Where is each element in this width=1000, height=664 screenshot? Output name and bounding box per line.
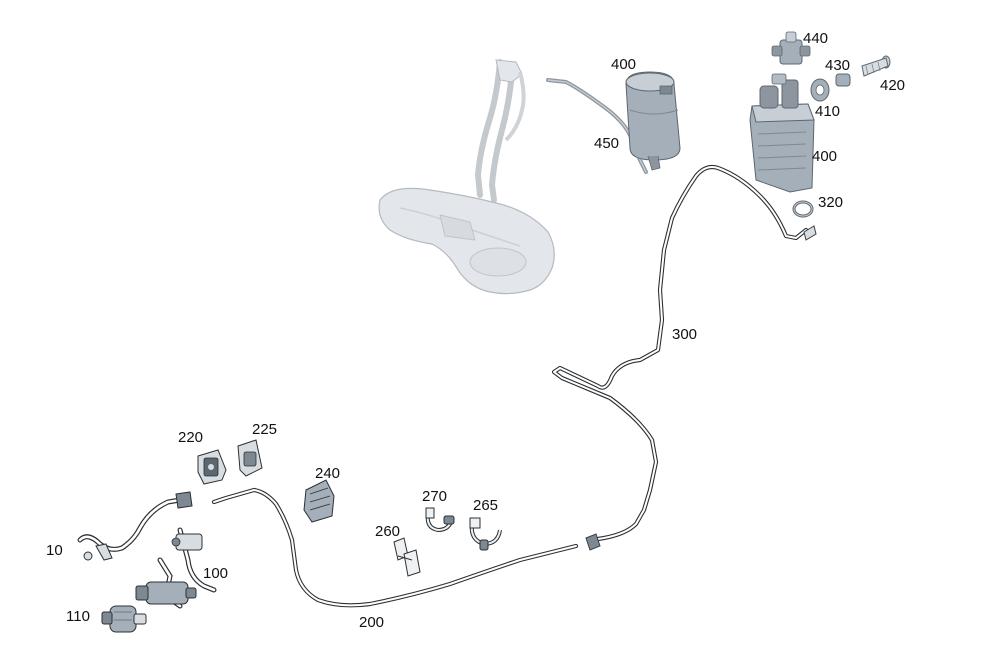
callout-200: 200 xyxy=(359,614,384,631)
callout-430: 430 xyxy=(825,57,850,74)
bracket-220 xyxy=(197,449,227,485)
callout-400-small: 400 xyxy=(611,56,636,73)
callout-110: 110 xyxy=(66,608,90,625)
line-300-inner xyxy=(553,166,807,541)
callout-100: 100 xyxy=(203,565,228,582)
line-300 xyxy=(551,164,809,543)
valve-assembly-100 xyxy=(135,527,217,609)
bolt-420 xyxy=(861,55,891,77)
clamp-320 xyxy=(792,200,814,218)
spacer-430 xyxy=(835,73,851,87)
line-200-inner xyxy=(213,489,577,607)
hose-10 xyxy=(77,491,193,561)
clip-265 xyxy=(469,517,502,551)
vent-line-ghost xyxy=(504,71,526,142)
tank-lobe-ghost xyxy=(469,247,527,277)
line-300-quick-connector xyxy=(585,533,601,551)
valve-440 xyxy=(771,31,811,65)
clip-270 xyxy=(425,507,455,533)
fuel-tank-ghost xyxy=(378,59,555,295)
callout-410: 410 xyxy=(815,103,840,120)
callout-225: 225 xyxy=(252,421,277,438)
canister-400-small xyxy=(625,71,681,171)
callout-300: 300 xyxy=(672,326,697,343)
filler-neck-ghost xyxy=(474,59,515,203)
callout-450: 450 xyxy=(594,135,619,152)
canister-400-large xyxy=(749,73,815,193)
filler-cap-ghost xyxy=(495,59,523,83)
callout-320: 320 xyxy=(818,194,843,211)
grommet-410 xyxy=(810,78,830,102)
bracket-225 xyxy=(237,439,263,477)
tank-body-ghost xyxy=(378,187,555,295)
callout-420: 420 xyxy=(880,77,905,94)
callout-400-large: 400 xyxy=(812,148,837,165)
callout-440: 440 xyxy=(803,30,828,47)
callout-265: 265 xyxy=(473,497,498,514)
callout-220: 220 xyxy=(178,429,203,446)
line-300-end-connector xyxy=(803,225,817,241)
clip-260 xyxy=(393,537,421,577)
callout-240: 240 xyxy=(315,465,340,482)
callout-270: 270 xyxy=(422,488,447,505)
tank-bracket-ghost xyxy=(439,214,476,241)
bracket-240 xyxy=(303,479,335,523)
callout-10: 10 xyxy=(46,542,63,559)
callout-260: 260 xyxy=(375,523,400,540)
valve-110 xyxy=(101,605,147,633)
